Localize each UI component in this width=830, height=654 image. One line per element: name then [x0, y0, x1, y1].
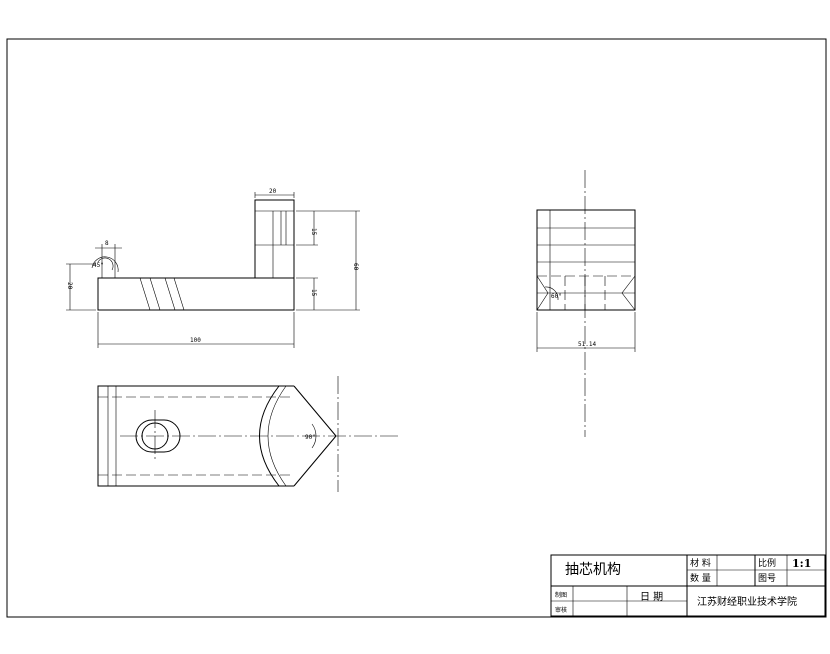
dim-hole: 8 [105, 240, 109, 247]
scale-label: 比例 [758, 557, 776, 569]
dim-upper: 15 [310, 228, 317, 236]
part-name: 抽芯机构 [565, 562, 621, 578]
title-block: 抽芯机构 材 料 数 量 比例 1:1 图号 制图 审核 日 期 江苏财经职业技… [550, 554, 826, 617]
top-view: 90° [97, 376, 398, 492]
dim-front-angle: 45° [93, 262, 104, 269]
dim-left-height: 20 [66, 282, 73, 290]
drawn-label: 制图 [555, 591, 567, 599]
school-name: 江苏财经职业技术学院 [697, 595, 797, 608]
front-view: 100 20 60 15 15 20 8 45° [66, 188, 360, 348]
material-label: 材 料 [690, 557, 711, 569]
review-label: 审核 [555, 606, 567, 614]
dim-top-angle: 90° [305, 434, 316, 441]
side-view: 51.14 60° [536, 170, 636, 437]
quantity-label: 数 量 [690, 572, 711, 584]
scale-value: 1:1 [792, 557, 811, 570]
dim-height: 60 [352, 263, 359, 271]
dim-side-angle: 60° [551, 293, 562, 300]
dim-top-width: 20 [269, 188, 277, 195]
sheet-border [6, 38, 827, 618]
dim-width: 100 [190, 337, 201, 344]
date-label: 日 期 [640, 591, 663, 603]
dim-lower: 15 [310, 289, 317, 297]
dim-side-width: 51.14 [578, 341, 596, 348]
drawing-no-label: 图号 [758, 573, 776, 584]
